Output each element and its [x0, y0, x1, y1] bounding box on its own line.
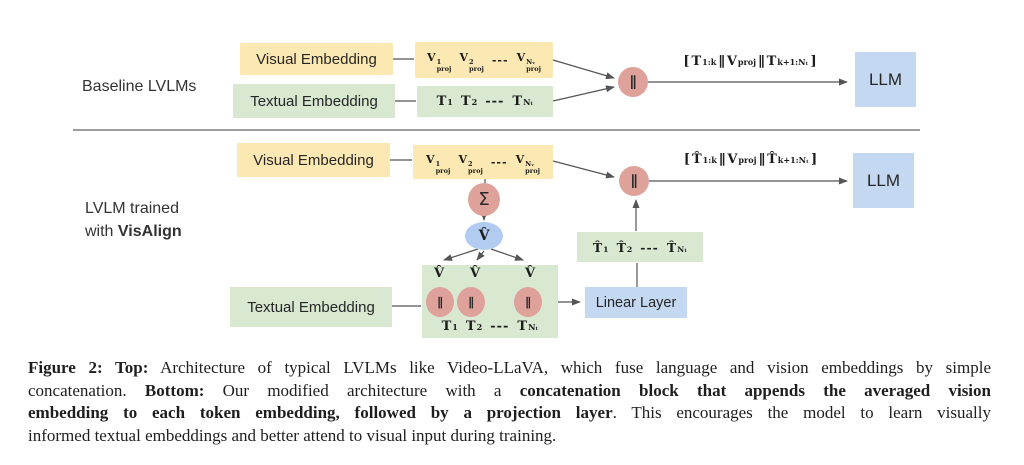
concat-node-token-3: ∥: [514, 287, 542, 317]
concat-node-token-2: ∥: [457, 287, 485, 317]
llm-label-bottom: LLM: [866, 170, 901, 190]
textual-embedding-box-bottom: Textual Embedding: [230, 287, 392, 327]
linear-layer-box: Linear Layer: [585, 287, 687, 318]
visual-embedding-label-top: Visual Embedding: [256, 50, 377, 68]
wire-t-to-concat-top: [552, 85, 615, 102]
caption-line-3: embedding to each token embedding, follo…: [28, 403, 991, 422]
sum-node: Σ: [468, 183, 500, 216]
concat-node-bottom: ∥: [619, 166, 649, 196]
caption-line-2: concatenation. Bottom: Our modified arch…: [28, 380, 991, 400]
caption-line-4: informed textual embeddings and better a…: [28, 425, 557, 445]
caption-line-1: Figure 2: Top: Architecture of typical L…: [28, 358, 991, 377]
vhat-label-2: V̂: [469, 266, 481, 281]
visual-embedding-box-bottom: Visual Embedding: [237, 143, 390, 177]
textual-embedding-label-bottom: Textual Embedding: [247, 298, 375, 316]
concat-node-top: ∥: [618, 67, 648, 97]
sigma-icon: Σ: [478, 189, 490, 210]
section-label-visalign-line1: LVLM trained: [85, 200, 179, 217]
parallel-icon: ∥: [468, 295, 474, 309]
llm-box-bottom: LLM: [853, 153, 914, 208]
avg-vision-symbol: V̂: [478, 228, 490, 244]
wire-v-to-concat-top: [552, 59, 615, 80]
avg-vision-node: V̂: [465, 222, 503, 250]
parallel-icon: ∥: [525, 295, 531, 309]
visual-embedding-box-top: Visual Embedding: [240, 43, 393, 75]
wire-v-to-concat-bot: [552, 160, 615, 179]
wire-avg-fan-right: [490, 248, 524, 261]
textual-embedding-box-top: Textual Embedding: [233, 84, 395, 118]
section-label-visalign-line2: with VisAlign: [85, 222, 182, 240]
linear-layer-label: Linear Layer: [595, 294, 677, 311]
section-label-baseline: Baseline LVLMs: [82, 78, 197, 95]
llm-box-top: LLM: [855, 52, 916, 107]
parallel-icon: ∥: [437, 295, 443, 309]
section-label-visalign: LVLM trained with VisAlign: [85, 198, 182, 243]
wire-avg-fan-left: [443, 248, 479, 261]
concat-node-token-1: ∥: [426, 287, 454, 317]
figure-caption: Figure 2: Top: Architecture of typical L…: [28, 357, 991, 447]
parallel-icon: ∥: [630, 173, 638, 189]
wire-avg-fan-mid: [476, 250, 485, 261]
visual-embedding-label-bottom: Visual Embedding: [253, 151, 374, 169]
vhat-label-3: V̂: [524, 266, 536, 281]
textual-embedding-label-top: Textual Embedding: [250, 92, 378, 110]
vhat-label-1: V̂: [433, 266, 445, 281]
llm-label-top: LLM: [868, 69, 903, 89]
parallel-icon: ∥: [629, 74, 637, 90]
